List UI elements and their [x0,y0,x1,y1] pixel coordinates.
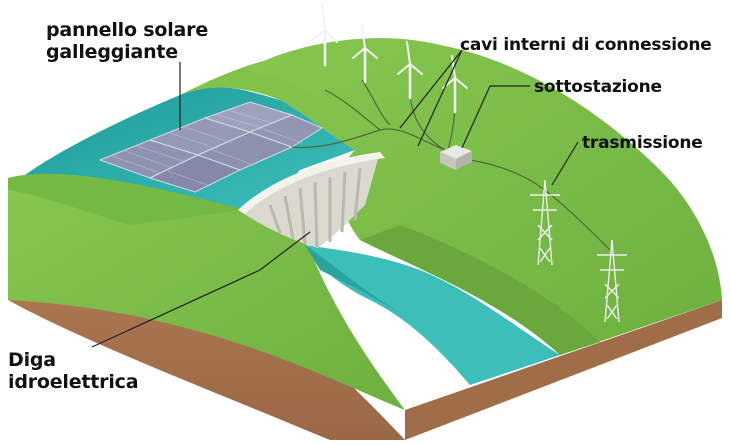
river-water [305,245,560,385]
wind-turbine-icon [397,41,423,100]
soil-right-face [405,300,722,440]
dam-label-line1: Diga [8,349,56,371]
dam-crest [238,152,385,214]
hill-right-shade [360,225,600,355]
substation-icon [440,145,472,170]
river-shade [305,245,410,320]
wind-turbine-icon [352,24,378,84]
wind-turbine-icon [311,4,338,67]
transmission-tower-icon [530,179,560,266]
internal-cables-label: cavi interni di connessione [460,35,712,55]
floating-solar-label-line2: galleggiante [46,41,178,63]
transmission-label: trasmissione [582,133,703,153]
grass-left [8,173,405,410]
floating-solar-label-line1: pannello solare [46,19,209,41]
grass-left-top [8,173,245,225]
substation-label: sottostazione [534,77,662,97]
dam-buttresses [268,167,362,248]
floating-solar-label: pannello solare galleggiante [46,19,208,63]
dam-label-line2: idroelettrica [8,371,139,393]
leader-lines [91,49,579,348]
transmission-tower-icon [597,239,627,323]
solar-panel-icon [98,101,324,193]
dam-label: Diga idroelettrica [8,349,139,393]
